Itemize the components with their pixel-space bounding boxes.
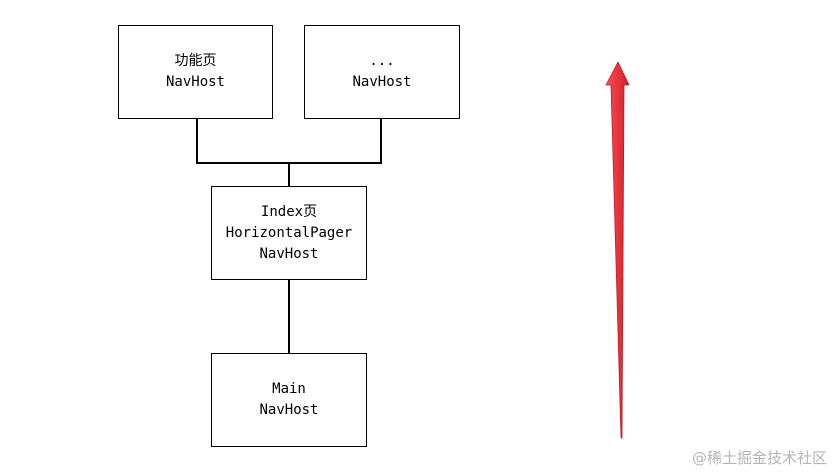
node-main-navhost: NavHost xyxy=(259,402,319,418)
node-main-page: Main NavHost xyxy=(211,353,367,447)
up-arrow-icon xyxy=(605,61,630,439)
node-feature-navhost: NavHost xyxy=(165,74,225,90)
node-main-title: Main xyxy=(272,381,306,397)
node-feature-page: 功能页 NavHost xyxy=(118,25,273,119)
connector-index-main xyxy=(288,279,290,354)
connector-more-down xyxy=(380,118,382,164)
node-index-navhost: NavHost xyxy=(259,245,319,262)
node-more-page: ... NavHost xyxy=(304,25,460,119)
node-index-title: Index页 xyxy=(260,203,318,220)
connector-feature-down xyxy=(196,118,198,164)
node-index-pager: HorizontalPager xyxy=(225,224,353,241)
connector-to-index xyxy=(288,162,290,187)
watermark-text: @稀土掘金技术社区 xyxy=(691,449,827,467)
node-more-title: ... xyxy=(369,53,395,69)
node-more-navhost: NavHost xyxy=(352,74,412,90)
up-arrow-shape xyxy=(605,61,630,439)
node-feature-title: 功能页 xyxy=(174,53,217,69)
node-index-page: Index页 HorizontalPager NavHost xyxy=(211,186,367,280)
